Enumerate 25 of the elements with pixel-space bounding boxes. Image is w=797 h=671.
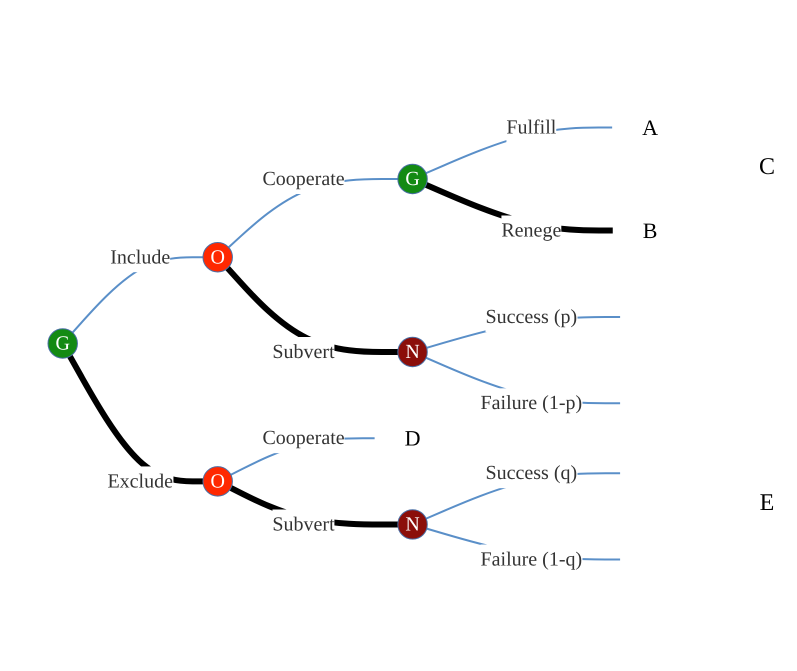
- edge-label: Fulfill: [506, 116, 557, 139]
- edge-label: Success (p): [486, 306, 578, 328]
- node-circle: N: [398, 337, 428, 368]
- node-text: A: [642, 115, 659, 140]
- edge-label: Cooperate: [262, 168, 346, 190]
- node-text: D: [405, 426, 421, 451]
- node-circle: O: [202, 242, 234, 273]
- node-circle: O: [202, 466, 234, 497]
- edge-label: Subvert: [272, 341, 336, 364]
- node-circle: G: [398, 164, 428, 194]
- edge-label: Failure (1-q): [480, 548, 583, 571]
- edge-label: Subvert: [272, 514, 336, 536]
- node-circle: G: [48, 328, 78, 359]
- outcome-label: C: [758, 154, 775, 182]
- connector: [68, 355, 204, 485]
- edge-label: Include: [110, 246, 171, 269]
- connector: [226, 266, 398, 356]
- edge-label: Success (q): [486, 462, 578, 484]
- edge-label: Renege: [502, 220, 562, 242]
- node-circle: N: [398, 510, 428, 540]
- edge-label: Failure (1-p): [480, 392, 583, 414]
- edge-label: Cooperate: [262, 427, 346, 450]
- edge-label: Exclude: [108, 470, 174, 493]
- node-text: B: [643, 218, 658, 244]
- outcome-label: E: [760, 490, 774, 517]
